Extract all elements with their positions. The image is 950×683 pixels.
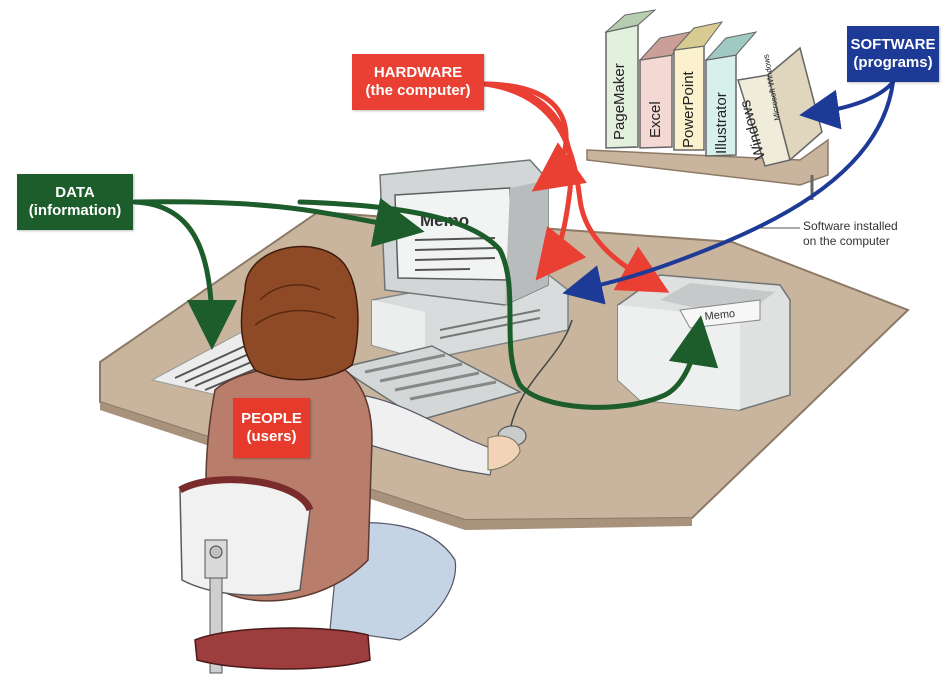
people-label-subtitle: (users) [246,428,296,446]
books: PageMaker Excel PowerPoint Illustrator W… [606,10,822,166]
printer: Memo [618,275,790,410]
hardware-label-title: HARDWARE [374,64,462,82]
data-label: DATA (information) [17,174,133,230]
software-label: SOFTWARE (programs) [847,26,939,82]
software-label-subtitle: (programs) [853,54,932,72]
svg-text:Excel: Excel [647,101,664,138]
software-installed-annotation: Software installed on the computer [803,219,898,249]
hardware-label: HARDWARE (the computer) [352,54,484,110]
people-label: PEOPLE (users) [233,398,310,458]
people-label-title: PEOPLE [241,410,302,428]
hardware-label-subtitle: (the computer) [366,82,471,100]
software-label-title: SOFTWARE [851,36,936,54]
monitor: Memo [380,160,548,305]
data-label-title: DATA [55,184,94,202]
annotation-line-2: on the computer [803,234,898,249]
svg-text:PowerPoint: PowerPoint [680,70,697,148]
svg-text:Illustrator: Illustrator [713,92,730,154]
book-windows: Windows Microsoft Windows [737,48,822,166]
data-label-subtitle: (information) [29,202,121,220]
svg-text:PageMaker: PageMaker [611,63,628,140]
software-arrow-to-books [815,82,893,113]
annotation-line-1: Software installed [803,219,898,234]
